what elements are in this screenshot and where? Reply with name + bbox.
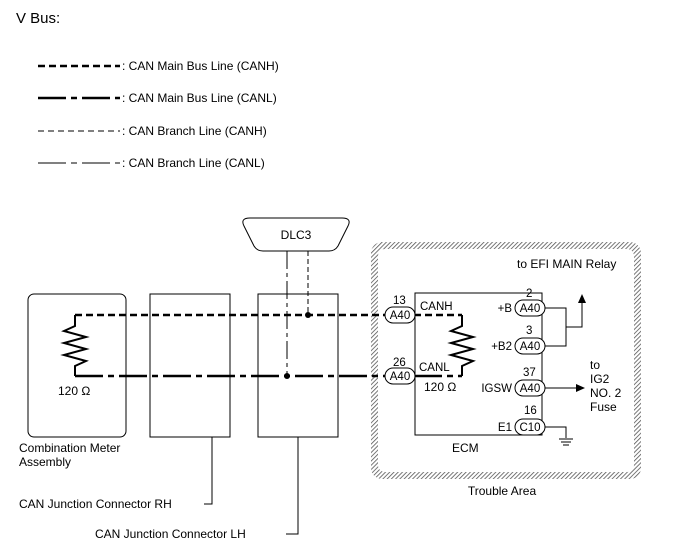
efi-relay-wiring: [545, 300, 583, 347]
pin-plus-b2-number: 3: [526, 325, 532, 337]
ig2-arrow-icon: [576, 384, 585, 392]
pin-plus-b-connector: A40: [520, 303, 540, 315]
junction-lh-leader: [286, 437, 299, 535]
pin-plus-b2-connector: A40: [520, 341, 540, 353]
legend-label-main-canh: : CAN Main Bus Line (CANH): [122, 59, 279, 73]
junction-connector-rh-box: [149, 293, 231, 438]
pin-igsw-number: 37: [523, 367, 536, 379]
pin-plus-b-name: +B: [498, 303, 513, 315]
pin-canl-name: CANL: [419, 362, 450, 374]
ecm-resistor: [447, 315, 477, 376]
legend-label-branch-canh: : CAN Branch Line (CANH): [122, 124, 267, 138]
pin-canh-connector: A40: [390, 310, 410, 322]
ig2-line-3: NO. 2: [590, 386, 622, 400]
combination-meter-label-1: Combination Meter: [19, 441, 120, 455]
junction-connector-lh-box: [257, 293, 339, 438]
ig2-line-2: IG2: [590, 372, 610, 386]
pin-igsw-connector: A40: [520, 383, 540, 395]
efi-relay-label: to EFI MAIN Relay: [517, 257, 616, 271]
legend-label-branch-canl: : CAN Branch Line (CANL): [122, 156, 265, 170]
ecm-resistor-label: 120 Ω: [424, 380, 456, 394]
pin-igsw-name: IGSW: [481, 383, 512, 395]
legend: : CAN Main Bus Line (CANH) : CAN Main Bu…: [38, 59, 279, 170]
pin-canl-number: 26: [393, 357, 406, 369]
ecm-label: ECM: [452, 441, 479, 455]
pin-canh-name: CANH: [420, 301, 453, 313]
pin-plus-b2-name: +B2: [491, 341, 512, 353]
dlc3-label: DLC3: [281, 228, 312, 242]
dlc3-connector: [242, 217, 350, 252]
pin-canh-number: 13: [393, 295, 406, 307]
junction-rh-leader: [204, 437, 213, 505]
combination-meter-label-2: Assembly: [19, 455, 71, 469]
pin-canl-connector-oval: [384, 367, 416, 385]
pin-canh-connector-oval: [384, 306, 416, 324]
pin-plus-b-number: 2: [526, 288, 532, 300]
pin-e1-connector: C10: [519, 422, 540, 434]
ig2-line-4: Fuse: [590, 400, 617, 414]
ig2-line-1: to: [590, 358, 600, 372]
efi-relay-arrow-icon: [578, 294, 586, 303]
diagram-title: V Bus:: [16, 10, 60, 27]
trouble-area-label: Trouble Area: [468, 484, 537, 498]
combination-meter-resistor: [60, 315, 90, 376]
pin-canl-connector: A40: [390, 371, 410, 383]
legend-label-main-canl: : CAN Main Bus Line (CANL): [122, 91, 277, 105]
pin-e1-name: E1: [498, 422, 512, 434]
combination-meter-resistor-label: 120 Ω: [58, 384, 90, 398]
splice-canl: [284, 373, 290, 379]
junction-rh-label: CAN Junction Connector RH: [19, 497, 172, 511]
pin-e1-number: 16: [524, 405, 537, 417]
junction-lh-label: CAN Junction Connector LH: [95, 527, 246, 541]
ground-icon: [545, 426, 573, 446]
splice-canh: [305, 312, 311, 318]
ecm-box: [414, 292, 543, 436]
